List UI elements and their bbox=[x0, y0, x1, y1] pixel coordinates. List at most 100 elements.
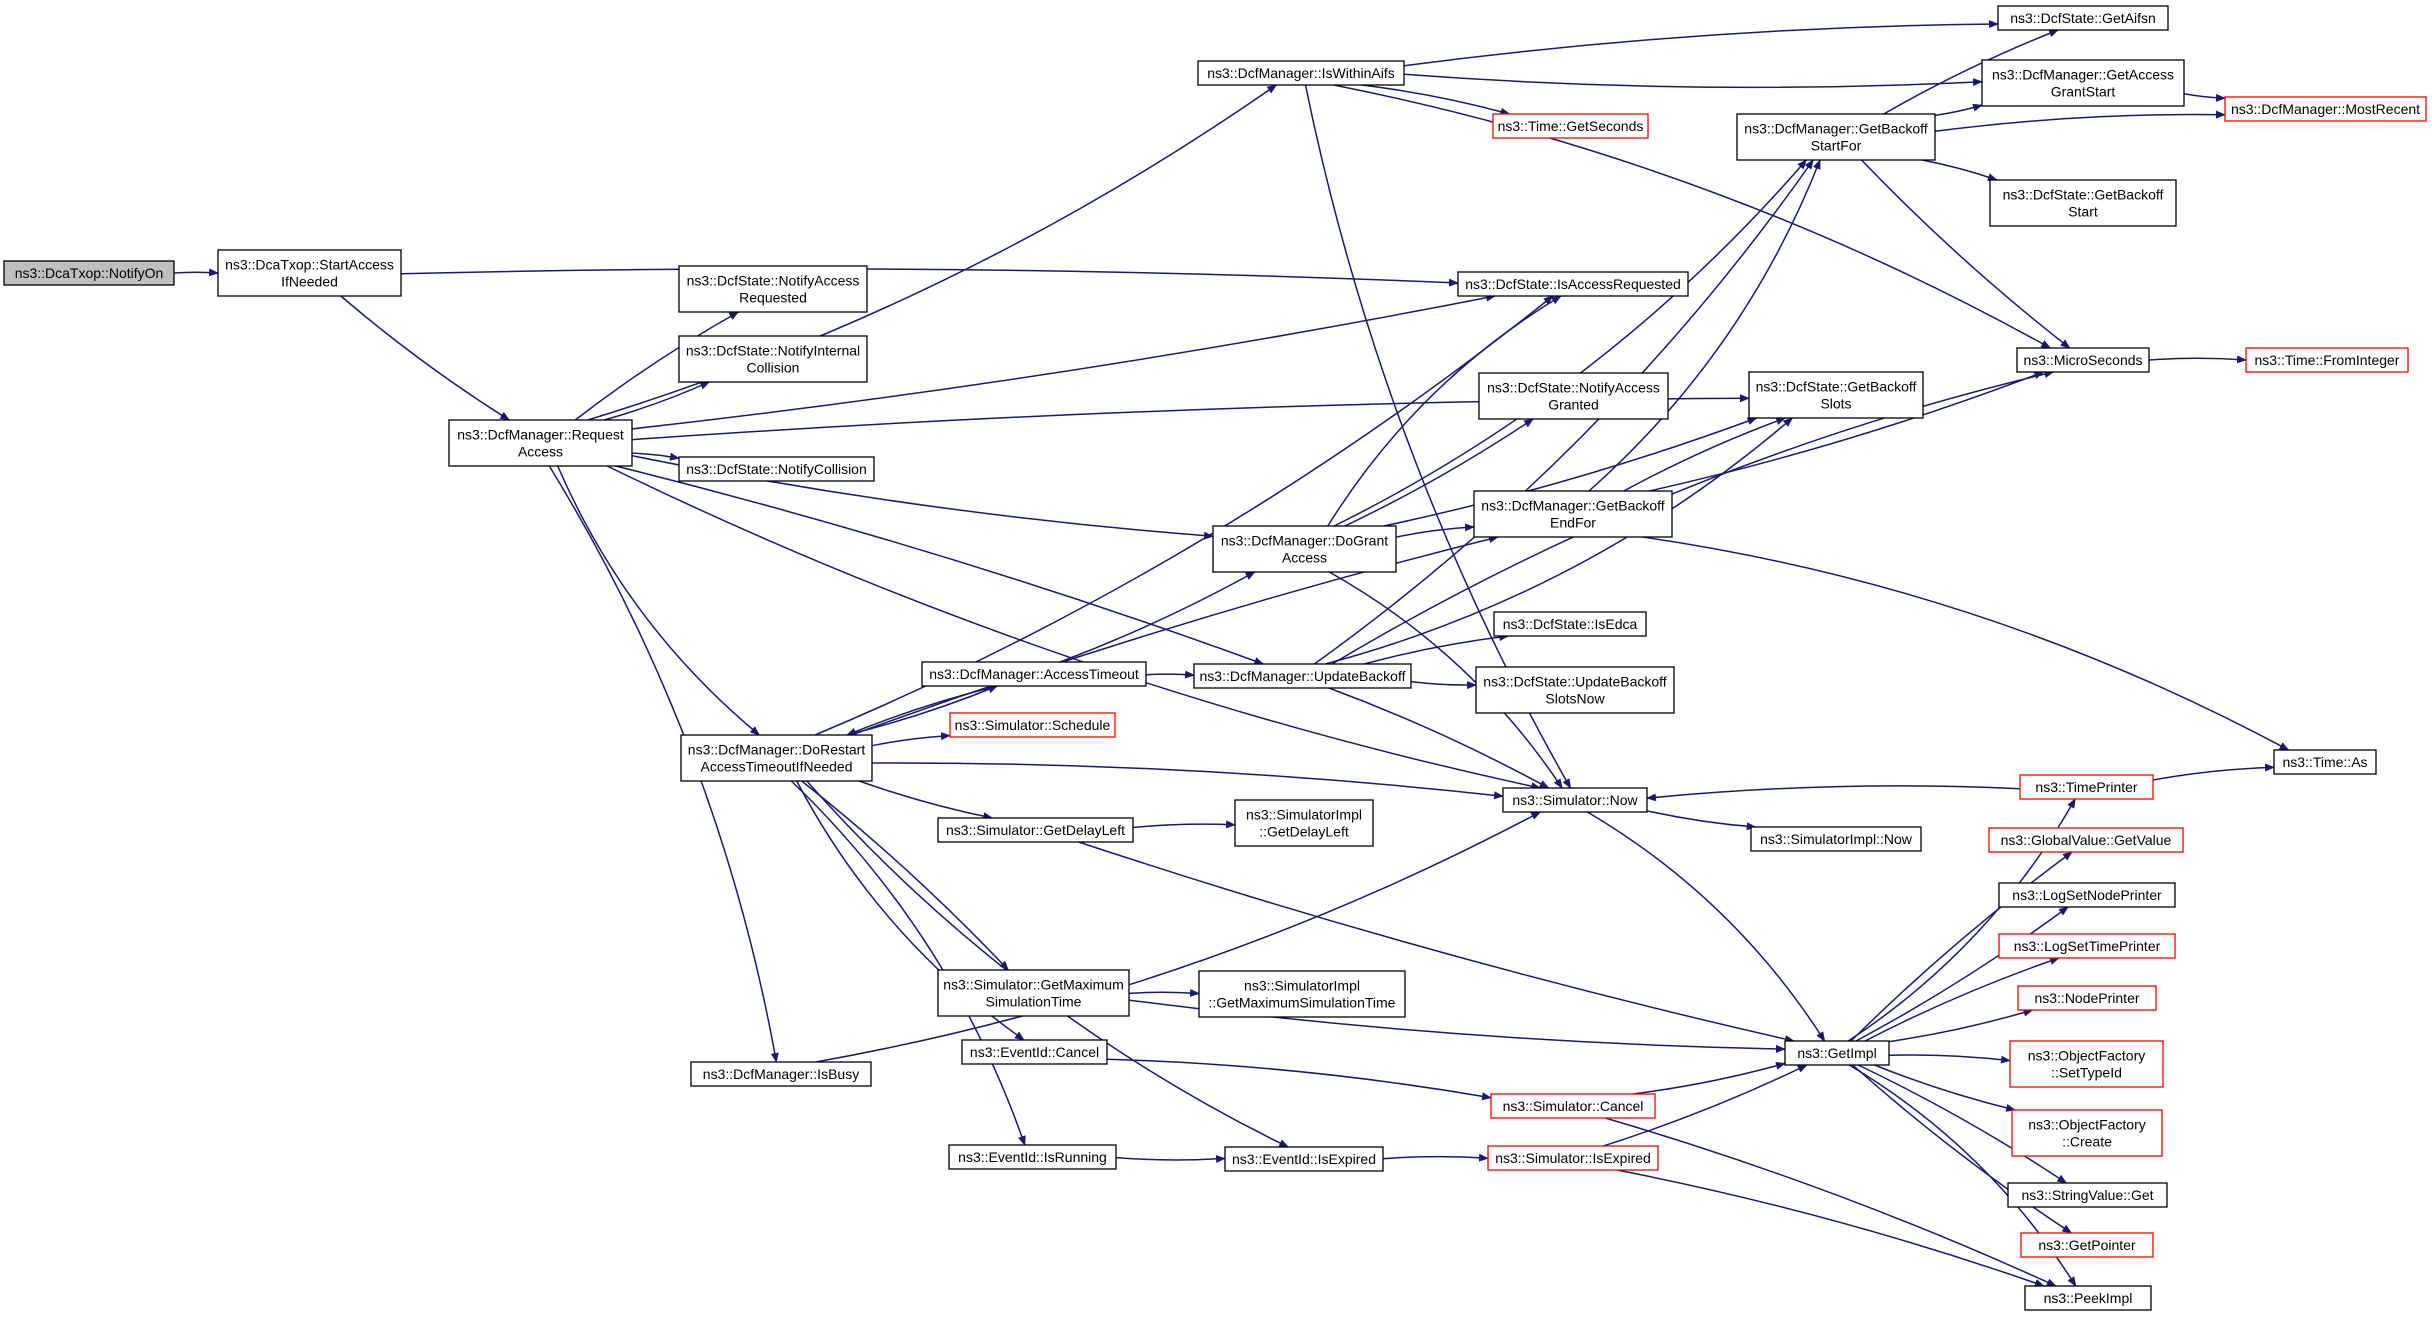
node-box[interactable] bbox=[1487, 1145, 1659, 1171]
node-box[interactable] bbox=[1197, 60, 1405, 86]
graph-node[interactable]: ns3::Time::GetSeconds bbox=[1492, 113, 1649, 139]
graph-node[interactable]: ns3::EventId::IsRunning bbox=[948, 1144, 1117, 1170]
node-box[interactable] bbox=[2245, 347, 2409, 373]
node-box[interactable] bbox=[1490, 1093, 1656, 1119]
node-box[interactable] bbox=[1198, 970, 1406, 1018]
graph-node[interactable]: ns3::LogSetTimePrinter bbox=[1998, 933, 2176, 959]
node-box[interactable] bbox=[2009, 1040, 2164, 1088]
node-box[interactable] bbox=[1492, 113, 1649, 139]
graph-node[interactable]: ns3::DcfManager::DoRestartAccessTimeoutI… bbox=[680, 734, 873, 782]
node-box[interactable] bbox=[2024, 1285, 2152, 1311]
graph-node[interactable]: ns3::ObjectFactory::Create bbox=[2011, 1109, 2163, 1157]
node-box[interactable] bbox=[448, 419, 633, 467]
graph-node[interactable]: ns3::DcfState::NotifyCollision bbox=[678, 456, 875, 482]
graph-node[interactable]: ns3::ObjectFactory::SetTypeId bbox=[2009, 1040, 2164, 1088]
node-box[interactable] bbox=[1493, 611, 1647, 637]
graph-node[interactable]: ns3::GlobalValue::GetValue bbox=[1988, 827, 2184, 853]
node-box[interactable] bbox=[2007, 1182, 2168, 1208]
graph-node[interactable]: ns3::DcfState::IsEdca bbox=[1493, 611, 1647, 637]
graph-node[interactable]: ns3::DcfState::IsAccessRequested bbox=[1457, 271, 1689, 297]
graph-node[interactable]: ns3::EventId::IsExpired bbox=[1224, 1146, 1384, 1172]
graph-node[interactable]: ns3::StringValue::Get bbox=[2007, 1182, 2168, 1208]
node-box[interactable] bbox=[2224, 96, 2427, 122]
graph-node[interactable]: ns3::SimulatorImpl::Now bbox=[1750, 826, 1922, 852]
node-box[interactable] bbox=[948, 1144, 1117, 1170]
node-box[interactable] bbox=[1981, 59, 2185, 107]
graph-node[interactable]: ns3::LogSetNodePrinter bbox=[1998, 882, 2176, 908]
node-box[interactable] bbox=[3, 260, 175, 286]
graph-node[interactable]: ns3::DcfState::GetAifsn bbox=[1997, 5, 2169, 31]
node-box[interactable] bbox=[1748, 371, 1924, 419]
node-box[interactable] bbox=[1478, 372, 1669, 420]
graph-node[interactable]: ns3::GetPointer bbox=[2020, 1232, 2154, 1258]
node-box[interactable] bbox=[1473, 490, 1673, 538]
node-box[interactable] bbox=[1502, 787, 1648, 813]
node-box[interactable] bbox=[1998, 933, 2176, 959]
graph-node[interactable]: ns3::Time::As bbox=[2273, 749, 2377, 775]
node-box[interactable] bbox=[2020, 1232, 2154, 1258]
node-box[interactable] bbox=[1224, 1146, 1384, 1172]
node-box[interactable] bbox=[1998, 882, 2176, 908]
node-box[interactable] bbox=[937, 969, 1130, 1017]
graph-node[interactable]: ns3::Simulator::GetMaximumSimulationTime bbox=[937, 969, 1130, 1017]
node-box[interactable] bbox=[2273, 749, 2377, 775]
node-box[interactable] bbox=[1989, 179, 2177, 227]
node-box[interactable] bbox=[949, 712, 1116, 738]
node-box[interactable] bbox=[2016, 347, 2150, 373]
node-box[interactable] bbox=[1988, 827, 2184, 853]
graph-node[interactable]: ns3::Simulator::Now bbox=[1502, 787, 1648, 813]
node-box[interactable] bbox=[678, 456, 875, 482]
graph-node[interactable]: ns3::DcfManager::UpdateBackoff bbox=[1193, 663, 1412, 689]
graph-node[interactable]: ns3::Simulator::Cancel bbox=[1490, 1093, 1656, 1119]
node-box[interactable] bbox=[690, 1061, 872, 1087]
graph-node[interactable]: ns3::Time::FromInteger bbox=[2245, 347, 2409, 373]
graph-node[interactable]: ns3::EventId::Cancel bbox=[961, 1039, 1108, 1065]
node-box[interactable] bbox=[678, 335, 868, 383]
node-box[interactable] bbox=[1475, 666, 1675, 714]
graph-node[interactable]: ns3::GetImpl bbox=[1784, 1040, 1890, 1066]
graph-node[interactable]: ns3::NodePrinter bbox=[2017, 985, 2157, 1011]
graph-node[interactable]: ns3::SimulatorImpl::GetDelayLeft bbox=[1234, 799, 1374, 847]
node-box[interactable] bbox=[1750, 826, 1922, 852]
graph-node[interactable]: ns3::Simulator::IsExpired bbox=[1487, 1145, 1659, 1171]
node-box[interactable] bbox=[1784, 1040, 1890, 1066]
node-box[interactable] bbox=[1736, 113, 1936, 161]
node-box[interactable] bbox=[1234, 799, 1374, 847]
node-box[interactable] bbox=[937, 817, 1134, 843]
graph-node[interactable]: ns3::TimePrinter bbox=[2019, 774, 2154, 800]
node-box[interactable] bbox=[1193, 663, 1412, 689]
node-box[interactable] bbox=[678, 265, 868, 313]
node-box[interactable] bbox=[680, 734, 873, 782]
graph-node[interactable]: ns3::PeekImpl bbox=[2024, 1285, 2152, 1311]
graph-node[interactable]: ns3::DcfManager::AccessTimeout bbox=[921, 661, 1147, 687]
graph-node[interactable]: ns3::DcfManager::IsWithinAifs bbox=[1197, 60, 1405, 86]
graph-node[interactable]: ns3::DcfManager::MostRecent bbox=[2224, 96, 2427, 122]
graph-node[interactable]: ns3::Simulator::GetDelayLeft bbox=[937, 817, 1134, 843]
node-box[interactable] bbox=[961, 1039, 1108, 1065]
node-box[interactable] bbox=[2011, 1109, 2163, 1157]
graph-node[interactable]: ns3::SimulatorImpl::GetMaximumSimulation… bbox=[1198, 970, 1406, 1018]
node-box[interactable] bbox=[1212, 525, 1397, 573]
node-box[interactable] bbox=[2019, 774, 2154, 800]
node-box[interactable] bbox=[1997, 5, 2169, 31]
graph-node[interactable]: ns3::DcfManager::IsBusy bbox=[690, 1061, 872, 1087]
graph-node[interactable]: ns3::Simulator::Schedule bbox=[949, 712, 1116, 738]
graph-node[interactable]: ns3::DcaTxop::NotifyOn bbox=[3, 260, 175, 286]
node-box[interactable] bbox=[1457, 271, 1689, 297]
graph-node[interactable]: ns3::MicroSeconds bbox=[2016, 347, 2150, 373]
node-box[interactable] bbox=[921, 661, 1147, 687]
node-box[interactable] bbox=[217, 249, 402, 297]
node-box[interactable] bbox=[2017, 985, 2157, 1011]
